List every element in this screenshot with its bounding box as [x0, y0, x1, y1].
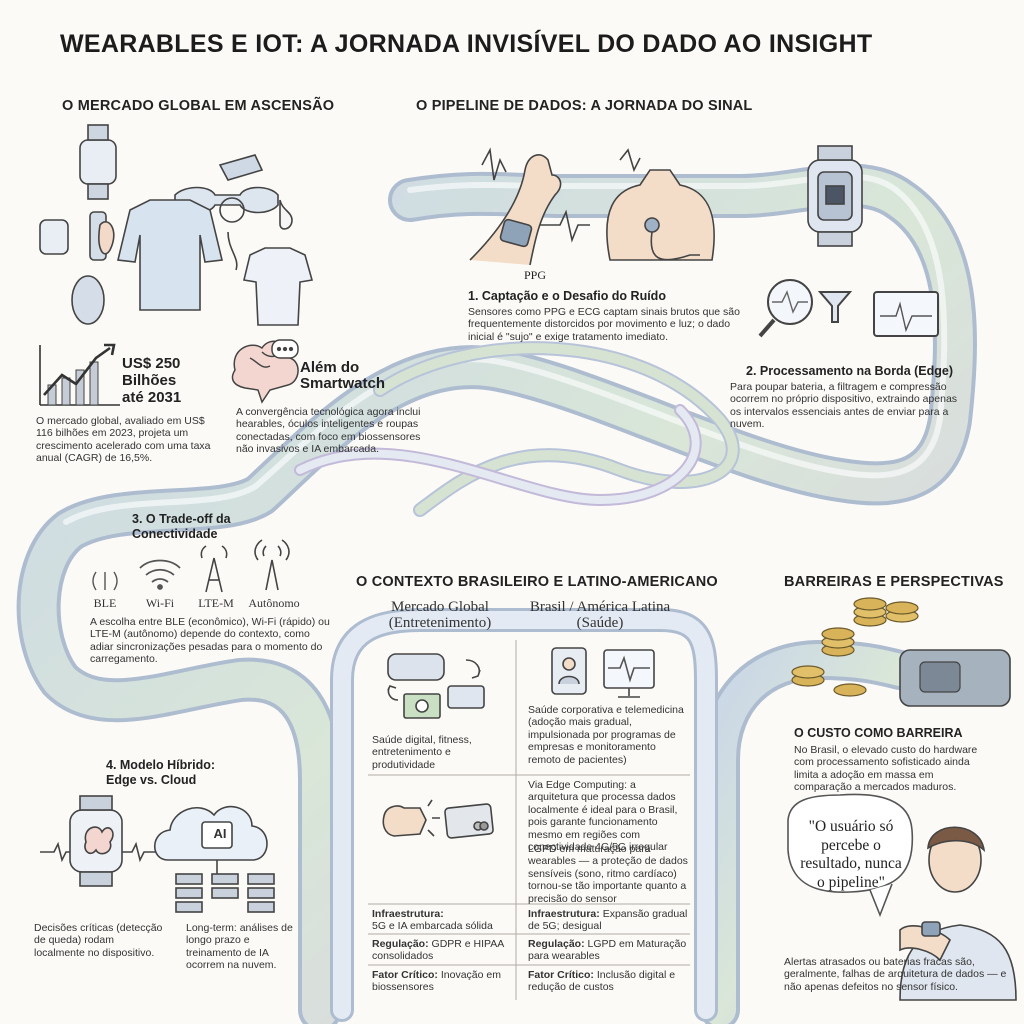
beyond-smartwatch-text: A convergência tecnológica agora inclui …: [236, 406, 421, 456]
row-label: Infraestrutura:: [372, 908, 444, 920]
step3-text: A escolha entre BLE (econômico), Wi-Fi (…: [90, 616, 330, 666]
speech-bubble: [787, 793, 914, 918]
brain-icon: [231, 339, 299, 404]
row-label: Fator Crítico:: [528, 969, 594, 981]
market-heading: O MERCADO GLOBAL EM ASCENSÃO: [62, 98, 335, 114]
market-stat-value: US$ 250: [122, 355, 181, 372]
edge-chip-illustration: [807, 145, 863, 247]
chest-ecg-illustration: [606, 148, 715, 261]
step2-title: 2. Processamento na Borda (Edge): [746, 364, 954, 378]
row-value: Inovação em biossensores: [372, 969, 501, 994]
step3-title: 3. O Trade-off da Conectividade: [132, 512, 231, 541]
magnifier-icon: [758, 279, 939, 338]
coins-device-illustration: [791, 597, 1011, 707]
row-label: Fator Crítico:: [372, 969, 438, 981]
step2-text: Para poupar bateria, a filtragem e compr…: [730, 381, 958, 431]
vr-headset-icon: [387, 653, 485, 719]
brazil-table-lines: [368, 640, 690, 1000]
row-value: LGPD em Maturação para wearables: [528, 938, 687, 963]
table-row-infra-right: Infraestrutura: Expansão gradual de 5G; …: [528, 908, 698, 933]
market-stat-unit: Bilhões: [122, 372, 177, 389]
step4-right-text: Long-term: análises de longo prazo e tre…: [186, 922, 293, 972]
row-label: Infraestrutura:: [528, 908, 600, 920]
antenna-icon: [254, 539, 290, 591]
brazil-left-text1: Saúde digital, fitness, entretenimento e…: [372, 734, 472, 771]
wifi-icon: [139, 559, 181, 590]
conn-label-wifi: Wi-Fi: [145, 596, 175, 610]
row-label: Regulação:: [528, 938, 585, 950]
ble-icon: [92, 571, 118, 591]
brazil-right-text2: Via Edge Computing: a arquitetura que pr…: [528, 779, 678, 853]
smartwatch-brain-icon: [40, 795, 160, 887]
col-header-global: Mercado Global (Entretenimento): [388, 599, 492, 631]
quote-text: "O usuário só percebe o resultado, nunca…: [800, 818, 902, 891]
wearable-devices-illustration: [39, 124, 314, 326]
step1-text: Sensores como PPG e ECG captam sinais br…: [468, 306, 740, 343]
cost-title: O CUSTO COMO BARREIRA: [794, 726, 963, 740]
conn-label-ltem: LTE-M: [198, 596, 234, 610]
page-title: WEARABLES E IOT: A JORNADA INVISÍVEL DO …: [60, 30, 873, 58]
pipeline-heading: O PIPELINE DE DADOS: A JORNADA DO SINAL: [416, 98, 753, 114]
conn-label-autonomo: Autônomo: [248, 596, 300, 610]
lte-tower-icon: [200, 545, 228, 593]
row-label: Regulação:: [372, 938, 429, 950]
table-row-factor-left: Fator Crítico: Inovação em biossensores: [372, 969, 512, 994]
ai-badge: AI: [213, 826, 227, 841]
wrist-sensor-illustration: [469, 147, 590, 266]
row-value: GDPR e HIPAA consolidados: [372, 938, 504, 963]
brazil-heading: O CONTEXTO BRASILEIRO E LATINO-AMERICANO: [356, 574, 718, 590]
market-stat-year: até 2031: [122, 389, 182, 406]
user-person-illustration: [899, 826, 1017, 1001]
beyond-smartwatch-title: Além do Smartwatch: [300, 359, 386, 392]
table-row-reg-right: Regulação: LGPD em Maturação para wearab…: [528, 938, 698, 963]
brazil-right-text1: Saúde corporativa e telemedicina (adoção…: [528, 704, 684, 766]
step1-title: 1. Captação e o Desafio do Ruído: [468, 289, 666, 303]
table-row-reg-left: Regulação: GDPR e HIPAA consolidados: [372, 938, 512, 963]
table-row-factor-right: Fator Crítico: Inclusão digital e reduçã…: [528, 969, 698, 994]
pipeline-tube: [16, 163, 977, 1024]
step4-title: 4. Modelo Híbrido: Edge vs. Cloud: [106, 758, 216, 787]
cost-text: No Brasil, o elevado custo do hardware c…: [794, 744, 978, 794]
brazil-right-text3: LGPD em maturação para wearables — a pro…: [528, 843, 688, 905]
table-row-infra-left: Infraestrutura:5G e IA embarcada sólida: [372, 908, 512, 933]
card-payment-icon: [382, 799, 494, 839]
row-value: Expansão gradual de 5G; desigual: [528, 908, 688, 933]
growth-chart-illustration: [39, 343, 120, 406]
step4-left-text: Decisões críticas (detecção de queda) ro…: [34, 922, 163, 959]
market-stat-text: O mercado global, avaliado em US$ 116 bi…: [36, 415, 211, 465]
alert-text: Alertas atrasados ou baterias fracas são…: [784, 956, 1007, 993]
cloud-ai-icon: [154, 805, 275, 913]
ppg-label: PPG: [524, 268, 547, 282]
row-value: Inclusão digital e redução de custos: [528, 969, 676, 994]
conn-label-ble: BLE: [93, 596, 117, 610]
telemedicine-icon: [551, 647, 655, 698]
col-header-brasil: Brasil / América Latina (Saúde): [529, 599, 671, 631]
barriers-heading: BARREIRAS E PERSPECTIVAS: [784, 574, 1004, 590]
row-value: 5G e IA embarcada sólida: [372, 920, 493, 933]
